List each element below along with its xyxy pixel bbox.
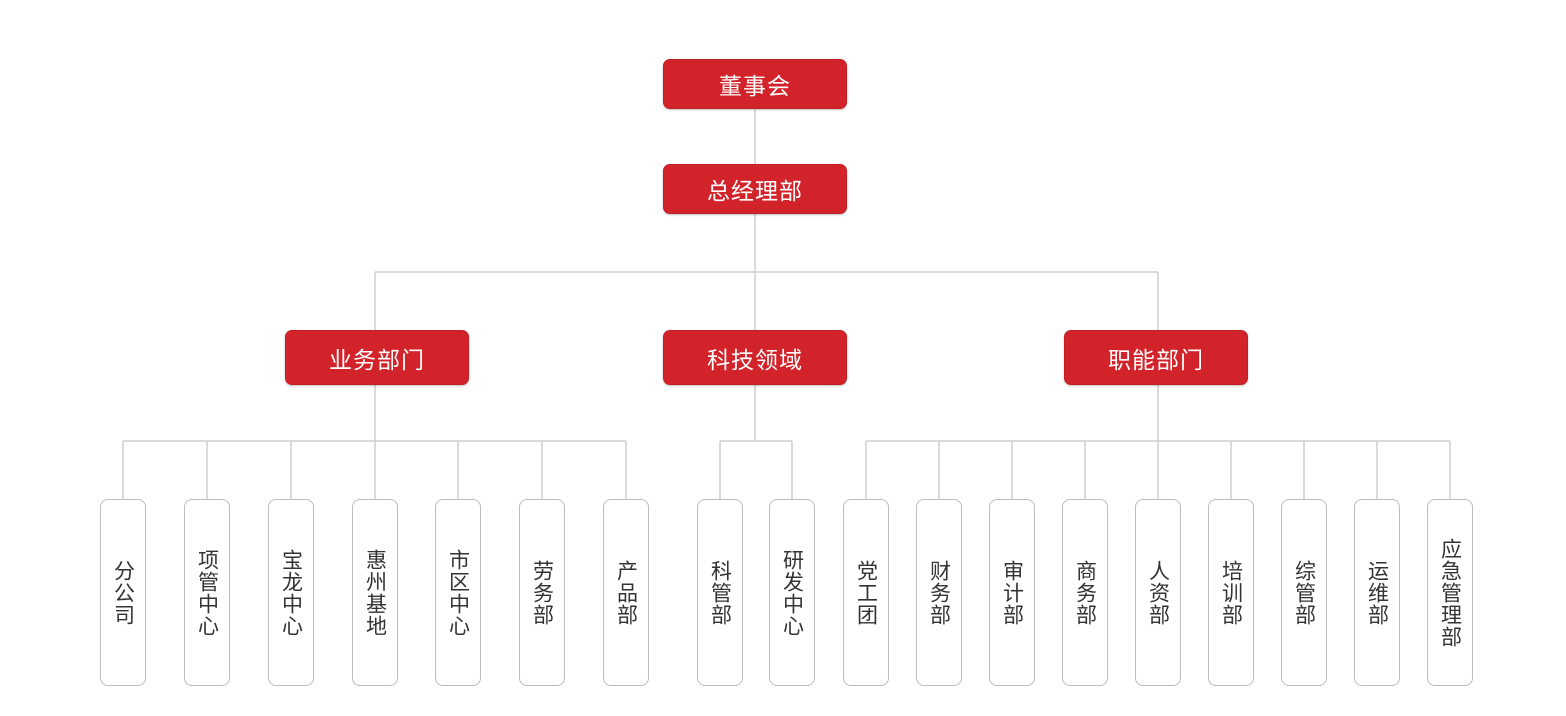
unit-label: 商务部 — [1073, 559, 1098, 626]
unit-label: 分公司 — [111, 559, 136, 626]
general-manager-node: 总经理部 — [663, 164, 847, 214]
unit-label: 劳务部 — [530, 559, 555, 626]
unit-node: 商务部 — [1062, 499, 1108, 686]
unit-label: 综管部 — [1292, 559, 1317, 626]
unit-label: 科管部 — [708, 559, 733, 626]
division-business-node: 业务部门 — [285, 330, 469, 385]
unit-label: 应急管理部 — [1438, 537, 1463, 648]
unit-label: 审计部 — [1000, 559, 1025, 626]
unit-node: 财务部 — [916, 499, 962, 686]
unit-node: 科管部 — [697, 499, 743, 686]
unit-node: 应急管理部 — [1427, 499, 1473, 686]
unit-label: 惠州基地 — [363, 548, 388, 637]
unit-node: 党工团 — [843, 499, 889, 686]
unit-node: 惠州基地 — [352, 499, 398, 686]
unit-label: 研发中心 — [780, 548, 805, 637]
unit-node: 分公司 — [100, 499, 146, 686]
division-functional-label: 职能部门 — [1108, 347, 1204, 374]
unit-label: 项管中心 — [195, 548, 220, 637]
division-technology-node: 科技领域 — [663, 330, 847, 385]
division-functional-node: 职能部门 — [1064, 330, 1248, 385]
division-business-label: 业务部门 — [329, 347, 425, 374]
unit-label: 党工团 — [854, 559, 879, 626]
unit-node: 劳务部 — [519, 499, 565, 686]
unit-label: 运维部 — [1365, 559, 1390, 626]
unit-node: 市区中心 — [435, 499, 481, 686]
division-technology-label: 科技领域 — [707, 347, 803, 374]
unit-node: 项管中心 — [184, 499, 230, 686]
unit-label: 产品部 — [614, 559, 639, 626]
unit-node: 运维部 — [1354, 499, 1400, 686]
unit-node: 审计部 — [989, 499, 1035, 686]
board-label: 董事会 — [719, 74, 791, 100]
unit-label: 市区中心 — [446, 548, 471, 637]
unit-node: 培训部 — [1208, 499, 1254, 686]
unit-label: 人资部 — [1146, 559, 1171, 626]
general-manager-label: 总经理部 — [707, 179, 803, 205]
unit-label: 财务部 — [927, 559, 952, 626]
unit-node: 人资部 — [1135, 499, 1181, 686]
unit-label: 宝龙中心 — [279, 548, 304, 637]
unit-node: 宝龙中心 — [268, 499, 314, 686]
unit-node: 产品部 — [603, 499, 649, 686]
unit-label: 培训部 — [1219, 559, 1244, 626]
unit-node: 综管部 — [1281, 499, 1327, 686]
unit-node: 研发中心 — [769, 499, 815, 686]
board-node: 董事会 — [663, 59, 847, 109]
